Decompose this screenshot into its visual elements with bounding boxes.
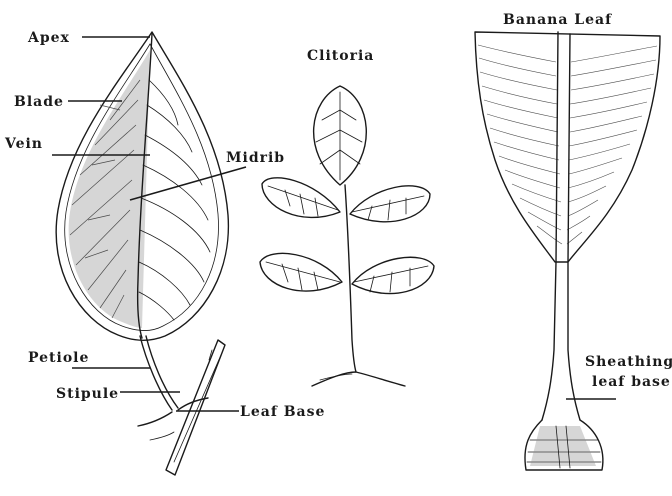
label-banana-leaf: Banana Leaf: [503, 12, 612, 28]
leaf-petiole: [140, 336, 172, 410]
clitoria-drawing: [260, 86, 434, 386]
label-midrib: Midrib: [226, 150, 285, 166]
banana-leaf-drawing: [475, 32, 660, 470]
leaf-petiole-edge: [146, 336, 178, 408]
leaf-stipule-left: [138, 412, 172, 426]
label-stipule: Stipule: [56, 386, 119, 402]
clitoria-leaflet-lower-right: [352, 257, 434, 293]
banana-blade-venation: [478, 45, 657, 244]
banana-midrib-edge: [568, 34, 580, 420]
label-petiole: Petiole: [28, 350, 89, 366]
clitoria-leaflet-upper-left: [262, 178, 340, 218]
simple-leaf-drawing: [56, 32, 228, 475]
leaf-stipule-scratch: [150, 432, 174, 440]
clitoria-base: [312, 372, 405, 386]
label-vein: Vein: [4, 136, 43, 152]
label-leaf-base: Leaf Base: [240, 404, 325, 420]
banana-blade-outline: [475, 32, 660, 262]
midrib-leader: [130, 167, 246, 200]
label-sheathing-leaf-base: leaf base: [592, 374, 671, 390]
label-clitoria: Clitoria: [307, 48, 374, 64]
banana-sheathing-base: [525, 420, 603, 470]
clitoria-leaflet-upper-right: [350, 186, 430, 222]
banana-midrib: [542, 32, 558, 420]
label-sheathing: Sheathing: [585, 354, 672, 370]
clitoria-leaflet-lower-left: [260, 253, 342, 291]
clitoria-leaflet-top: [314, 86, 367, 185]
label-blade: Blade: [14, 94, 64, 110]
leaf-stem: [166, 340, 225, 475]
label-apex: Apex: [27, 30, 70, 46]
